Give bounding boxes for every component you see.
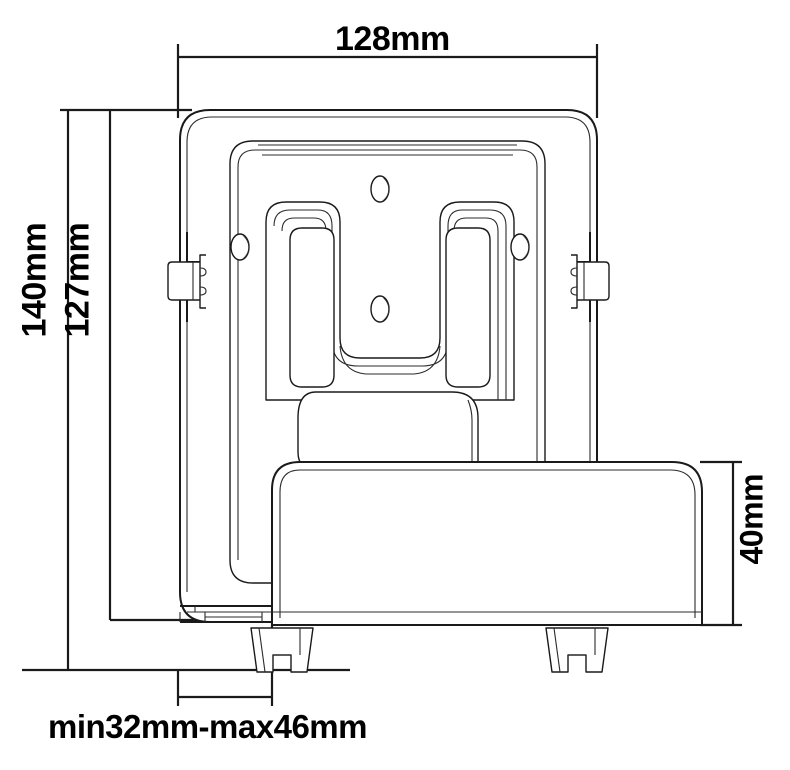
- mounting-hole-left: [230, 233, 250, 261]
- dimension-40mm: [700, 460, 742, 627]
- foot-left: [250, 627, 314, 673]
- vertical-slot-left: [289, 227, 335, 388]
- front-panel-overlay: [271, 461, 703, 626]
- dimension-128mm: [176, 44, 599, 118]
- dimension-label-40mm: 40mm: [733, 474, 770, 565]
- dimension-label-128mm: 128mm: [335, 20, 450, 58]
- lower-rounded-block: [297, 391, 479, 471]
- vertical-slot-right: [445, 227, 491, 388]
- dimension-label-127mm: 127mm: [58, 222, 97, 338]
- side-tab-left: [167, 232, 207, 322]
- foot-right: [545, 627, 609, 673]
- dimension-label-140mm: 140mm: [15, 222, 54, 338]
- mounting-hole-mid-center: [370, 295, 390, 323]
- mounting-hole-top-center: [370, 175, 390, 203]
- rear-base-notches: [179, 606, 196, 622]
- side-tab-right: [570, 232, 610, 322]
- dimension-label-min-max: min32mm-max46mm: [48, 708, 368, 745]
- mounting-hole-right: [510, 233, 530, 261]
